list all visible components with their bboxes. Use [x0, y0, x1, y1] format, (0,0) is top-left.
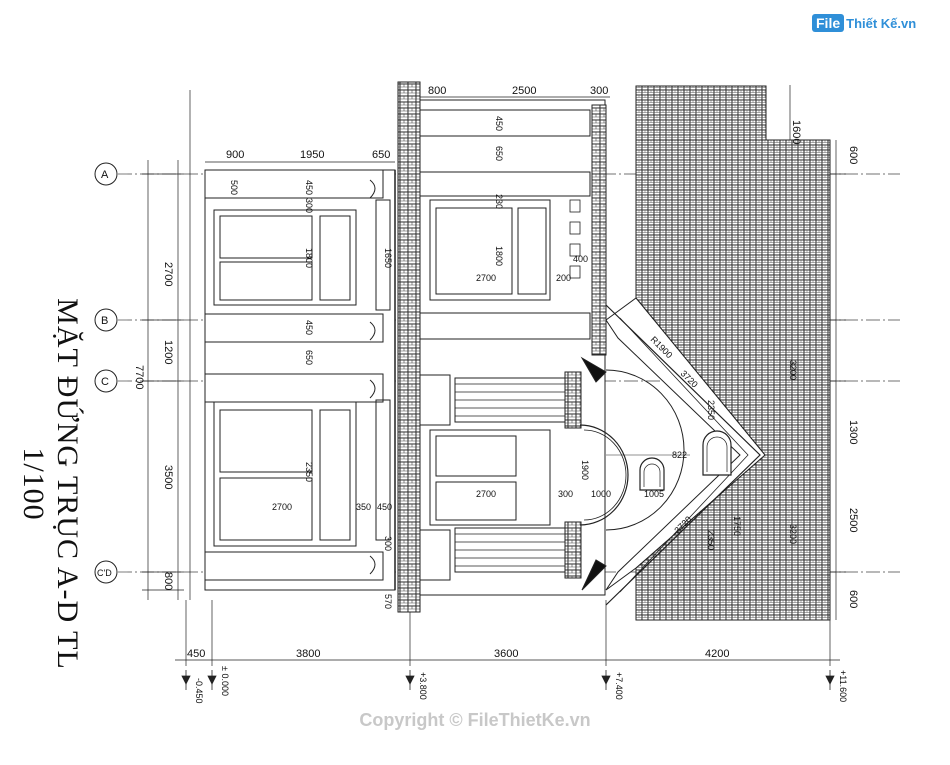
first-floor-block — [419, 99, 629, 596]
dim-left-2700: 2700 — [162, 262, 174, 286]
inner-label: 570 — [383, 594, 393, 609]
inner-label: 300 — [304, 198, 314, 213]
ground-floor-block — [204, 169, 396, 591]
inner-label: 2350 — [706, 400, 716, 420]
drawing-title: MẶT ĐỨNG TRỤC A-D TL 1/100 — [17, 298, 84, 670]
inner-label: 450 — [377, 502, 392, 512]
elevation-markers — [181, 670, 835, 690]
dim-bottom-3800: 3800 — [296, 648, 320, 660]
top-dimension-lines — [189, 90, 610, 600]
dim-top-650: 650 — [372, 149, 390, 161]
dim-left-1200: 1200 — [162, 340, 174, 364]
dim-top-2500: 2500 — [512, 85, 536, 97]
inner-label: 3200 — [788, 360, 798, 380]
axis-bubbles — [94, 162, 118, 584]
inner-label: 400 — [573, 254, 588, 264]
dim-right-1300: 1300 — [847, 420, 859, 444]
dim-right-1600: 1600 — [790, 120, 802, 144]
logo-rest-text: Thiết Kế.vn — [846, 15, 917, 31]
logo-file-text: File — [812, 14, 845, 32]
elev-0000: ± 0.000 — [220, 666, 230, 696]
axis-label-a: A — [101, 169, 109, 181]
inner-label: 1900 — [580, 460, 590, 480]
inner-label: 350 — [356, 502, 371, 512]
inner-label: 500 — [229, 180, 239, 195]
inner-label: 822 — [672, 450, 687, 460]
dim-bottom-4200: 4200 — [705, 648, 729, 660]
dim-top-300: 300 — [590, 85, 608, 97]
dim-top-900: 900 — [226, 149, 244, 161]
inner-label: 2700 — [476, 273, 496, 283]
inner-label: 1800 — [304, 248, 314, 268]
dim-left-7700: 7700 — [133, 365, 145, 389]
axis-label-cd: C'D — [97, 568, 112, 578]
inner-label: 2700 — [476, 489, 496, 499]
copyright-watermark: Copyright © FileThietKe.vn — [359, 710, 591, 730]
inner-label: 1650 — [383, 248, 393, 268]
inner-label: 300 — [383, 536, 393, 551]
inner-label: 1000 — [591, 489, 611, 499]
inner-label: 300 — [558, 489, 573, 499]
dim-right-600a: 600 — [847, 146, 859, 164]
axis-label-b: B — [101, 315, 108, 327]
inner-label: 2350 — [706, 530, 716, 550]
inner-label: 650 — [304, 350, 314, 365]
dim-left-800: 800 — [162, 572, 174, 590]
inner-label: 1750 — [732, 516, 742, 536]
elev-3800: +3.800 — [418, 672, 428, 700]
dim-bottom-450: 450 — [187, 648, 205, 660]
first-floor-slab — [397, 81, 421, 613]
inner-label: 3200 — [788, 524, 798, 544]
roof-block — [605, 85, 831, 621]
dim-top-800: 800 — [428, 85, 446, 97]
dim-right-600b: 600 — [847, 590, 859, 608]
elev-11600: +11.600 — [838, 670, 848, 702]
site-logo[interactable]: File Thiết Kế.vn — [812, 14, 916, 32]
inner-label: 200 — [556, 273, 571, 283]
inner-label: 2700 — [272, 502, 292, 512]
dim-left-3500: 3500 — [162, 465, 174, 489]
axis-label-c: C — [101, 376, 109, 388]
dim-bottom-3600: 3600 — [494, 648, 518, 660]
elev-7400: +7.400 — [614, 672, 624, 700]
dim-right-2500: 2500 — [847, 508, 859, 532]
inner-label: 450 — [304, 180, 314, 195]
inner-label: 450 — [494, 116, 504, 131]
inner-label: 1800 — [494, 246, 504, 266]
inner-label: 230 — [494, 194, 504, 209]
elev-minus-0450: -0.450 — [194, 678, 204, 704]
dim-top-1950: 1950 — [300, 149, 324, 161]
inner-label: 2350 — [304, 462, 314, 482]
inner-label: 450 — [304, 320, 314, 335]
inner-label: 1005 — [644, 489, 664, 499]
inner-label: 650 — [494, 146, 504, 161]
left-dimension-chain — [142, 160, 184, 600]
